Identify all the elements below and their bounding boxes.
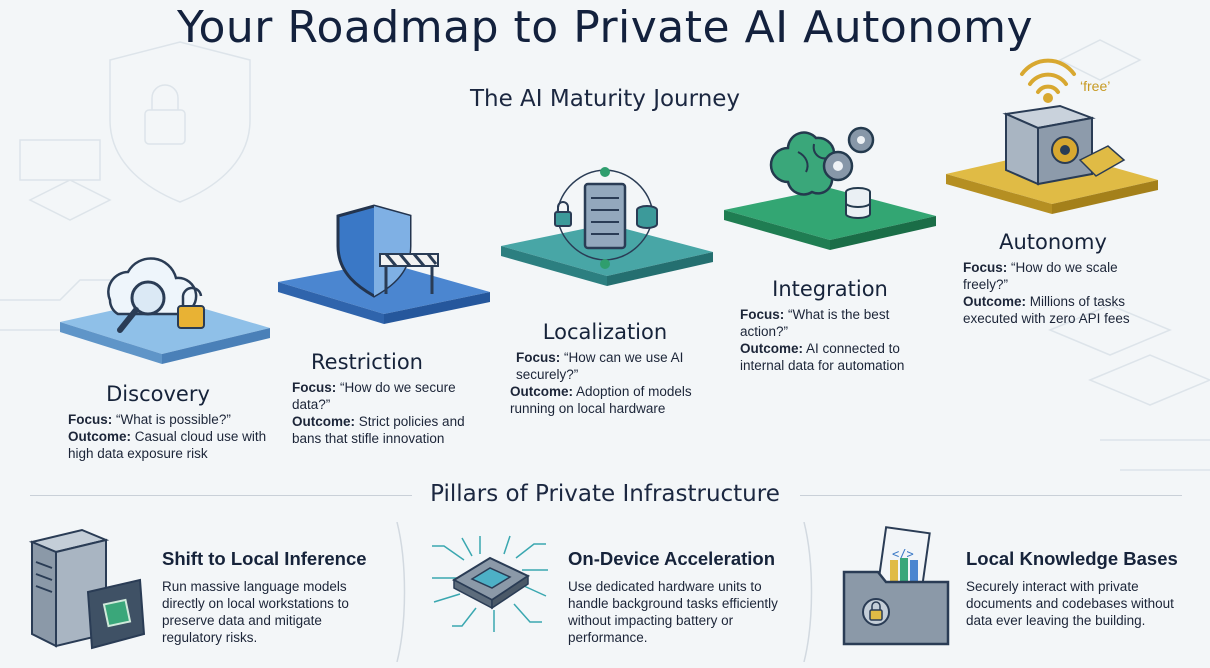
pillar-title: Local Knowledge Bases: [966, 548, 1178, 569]
stage-focus: Focus: “What is the best action?”: [740, 307, 890, 339]
autonomy-platform: [946, 58, 1158, 214]
stage-name: Restriction: [311, 350, 423, 374]
processor-chip-icon: [432, 535, 548, 632]
journey-title: The AI Maturity Journey: [469, 86, 741, 112]
discovery-platform: [60, 257, 270, 364]
stage-outcome: Outcome: Adoption of models running on l…: [510, 384, 692, 416]
magnifier-icon: [117, 280, 166, 333]
server-chip-icon: [28, 528, 146, 650]
stage-focus: Focus: “What is possible?”: [68, 412, 231, 427]
separator: [803, 522, 813, 662]
pillar-title: On-Device Acceleration: [568, 548, 776, 569]
restriction-platform: [278, 204, 490, 324]
barrier-icon: [379, 253, 439, 294]
divider-left: [30, 495, 412, 496]
separator: [396, 522, 406, 662]
padlock-icon: [554, 201, 572, 227]
stage-autonomy: Autonomy Focus: “How do we scale freely?…: [963, 230, 1163, 327]
stage-focus: Focus: “How can we use AI securely?”: [516, 350, 684, 382]
stage-focus: Focus: “How do we secure data?”: [292, 380, 456, 412]
stage-name: Autonomy: [999, 230, 1107, 254]
pillar-desc: Securely interact with private documents…: [966, 579, 1174, 628]
divider-right: [800, 495, 1182, 496]
database-icon: [636, 205, 658, 229]
svg-text:</>: </>: [892, 547, 914, 561]
stage-name: Integration: [772, 277, 888, 301]
free-tag: ‘free’: [1080, 78, 1111, 94]
stage-integration: Integration Focus: “What is the best act…: [740, 277, 930, 374]
server-rack-icon: [583, 182, 627, 250]
stage-name: Localization: [542, 320, 668, 344]
gear-icon: [822, 126, 875, 182]
secure-folder-icon: </>: [842, 526, 950, 646]
stage-restriction: Restriction Focus: “How do we secure dat…: [292, 350, 492, 447]
stage-discovery: Discovery Focus: “What is possible?” Out…: [68, 382, 268, 462]
wifi-icon: [1020, 58, 1076, 94]
pillar-desc: Run massive language models directly on …: [162, 579, 349, 645]
shield-icon: [336, 204, 412, 298]
stage-name: Discovery: [106, 382, 210, 406]
stage-outcome: Outcome: Millions of tasks executed with…: [963, 294, 1130, 326]
pillars-title: Pillars of Private Infrastructure: [430, 481, 780, 507]
stage-localization: Localization Focus: “How can we use AI s…: [510, 320, 715, 417]
unlocked-padlock-icon: [177, 286, 205, 329]
pillar-desc: Use dedicated hardware units to handle b…: [568, 579, 778, 645]
pillar-title: Shift to Local Inference: [162, 548, 367, 569]
stage-outcome: Outcome: Casual cloud use with high data…: [68, 429, 267, 461]
stage-outcome: Outcome: AI connected to internal data f…: [740, 341, 905, 373]
localization-platform: [501, 167, 713, 286]
stage-focus: Focus: “How do we scale freely?”: [963, 260, 1118, 292]
price-tag-icon: [1078, 145, 1126, 177]
stage-outcome: Outcome: Strict policies and bans that s…: [292, 414, 465, 446]
safe-icon: [1002, 104, 1096, 186]
database-icon: [845, 187, 871, 219]
integration-platform: [724, 126, 936, 250]
page-title: Your Roadmap to Private AI Autonomy: [176, 2, 1034, 53]
